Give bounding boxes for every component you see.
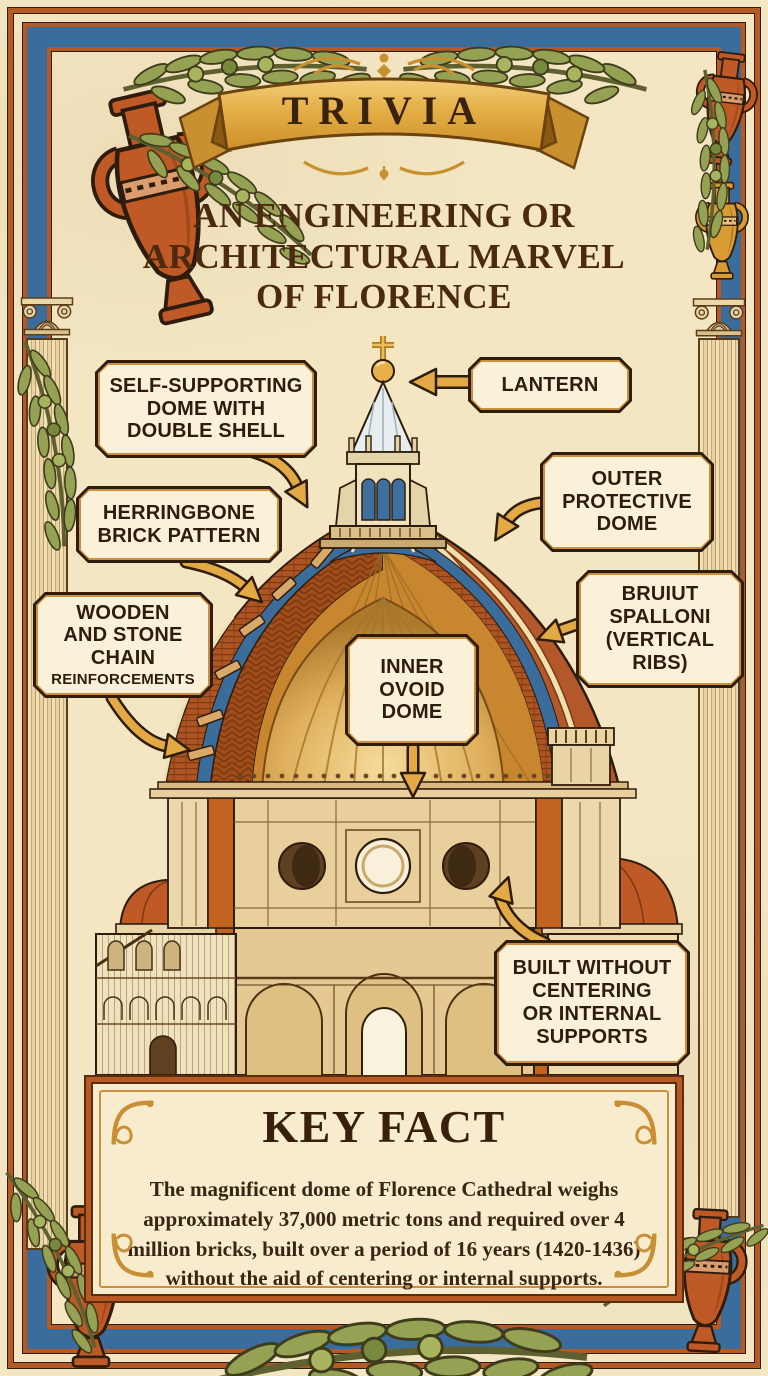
flourish-top-left-icon <box>105 1096 157 1148</box>
callout-inner-ovoid-dome: INNER OVOID DOME <box>345 634 479 746</box>
key-fact-body: The magnificent dome of Florence Cathedr… <box>127 1177 641 1291</box>
wooden-chain-arrow-icon <box>105 691 191 760</box>
callout-spalloni-ribs: BRUIUT SPALLONI (VERTICAL RIBS) <box>576 570 744 688</box>
title-line-1: AN ENGINEERING OR <box>193 196 575 235</box>
callout-outer-protective-dome: OUTER PROTECTIVE DOME <box>540 452 714 552</box>
flourish-bottom-right-icon <box>611 1230 663 1282</box>
title-line-3: OF FLORENCE <box>255 277 513 317</box>
built-without-arrow-icon <box>488 875 552 950</box>
lantern-structure <box>319 336 447 549</box>
callout-herringbone-brick: HERRINGBONE BRICK PATTERN <box>76 486 282 563</box>
dome-base-dotted-ring <box>237 773 551 779</box>
callout-wooden-stone-chain: WOODEN AND STONE CHAIN REINFORCEMENTS <box>33 592 213 698</box>
inner-dome-arrow-icon <box>399 741 427 799</box>
callout-label: HERRINGBONE BRICK PATTERN <box>97 501 261 547</box>
banner-flourish-top-icon <box>293 53 475 79</box>
callout-label: LANTERN <box>501 373 599 396</box>
flourish-top-right-icon <box>611 1096 663 1148</box>
callout-label: INNER OVOID DOME <box>379 655 445 724</box>
callout-label: BRUIUT SPALLONI (VERTICAL RIBS) <box>605 583 715 674</box>
key-fact-box: KEY FACT The magnificent dome of Florenc… <box>84 1075 684 1303</box>
trivia-ribbon-banner: TRIVIA <box>178 53 590 180</box>
callout-self-supporting-dome: SELF-SUPPORTING DOME WITH DOUBLE SHELL <box>95 360 317 458</box>
callout-label: SELF-SUPPORTING DOME WITH DOUBLE SHELL <box>109 374 303 443</box>
banner-title: TRIVIA <box>282 88 486 133</box>
callout-label: WOODEN AND STONE CHAIN <box>63 601 183 670</box>
callout-label: BUILT WITHOUT CENTERING OR INTERNAL SUPP… <box>512 957 672 1048</box>
lantern-arrow-icon <box>408 367 475 397</box>
outer-dome-arrow-icon <box>494 496 547 542</box>
herringbone-arrow-icon <box>179 555 264 604</box>
drum-cornice <box>149 781 637 799</box>
callout-lantern: LANTERN <box>468 357 632 413</box>
title-line-2: ARCHITECTURAL MARVEL <box>142 236 626 276</box>
right-balustrade-turret <box>547 727 615 786</box>
chain-reinforcement-rungs <box>186 543 334 762</box>
callout-built-without-centering: BUILT WITHOUT CENTERING OR INTERNAL SUPP… <box>494 940 690 1066</box>
page-title: AN ENGINEERING OR ARCHITECTURAL MARVEL O… <box>0 196 768 318</box>
banner-ribbon-icon <box>217 77 551 152</box>
key-fact-heading: KEY FACT <box>262 1101 506 1152</box>
banner-flourish-bottom-icon <box>303 160 465 180</box>
callout-label: OUTER PROTECTIVE DOME <box>562 467 692 536</box>
spalloni-arrow-icon <box>536 617 585 644</box>
flourish-bottom-left-icon <box>105 1230 157 1282</box>
callout-sublabel: REINFORCEMENTS <box>51 670 195 688</box>
dome-drum <box>167 797 621 929</box>
